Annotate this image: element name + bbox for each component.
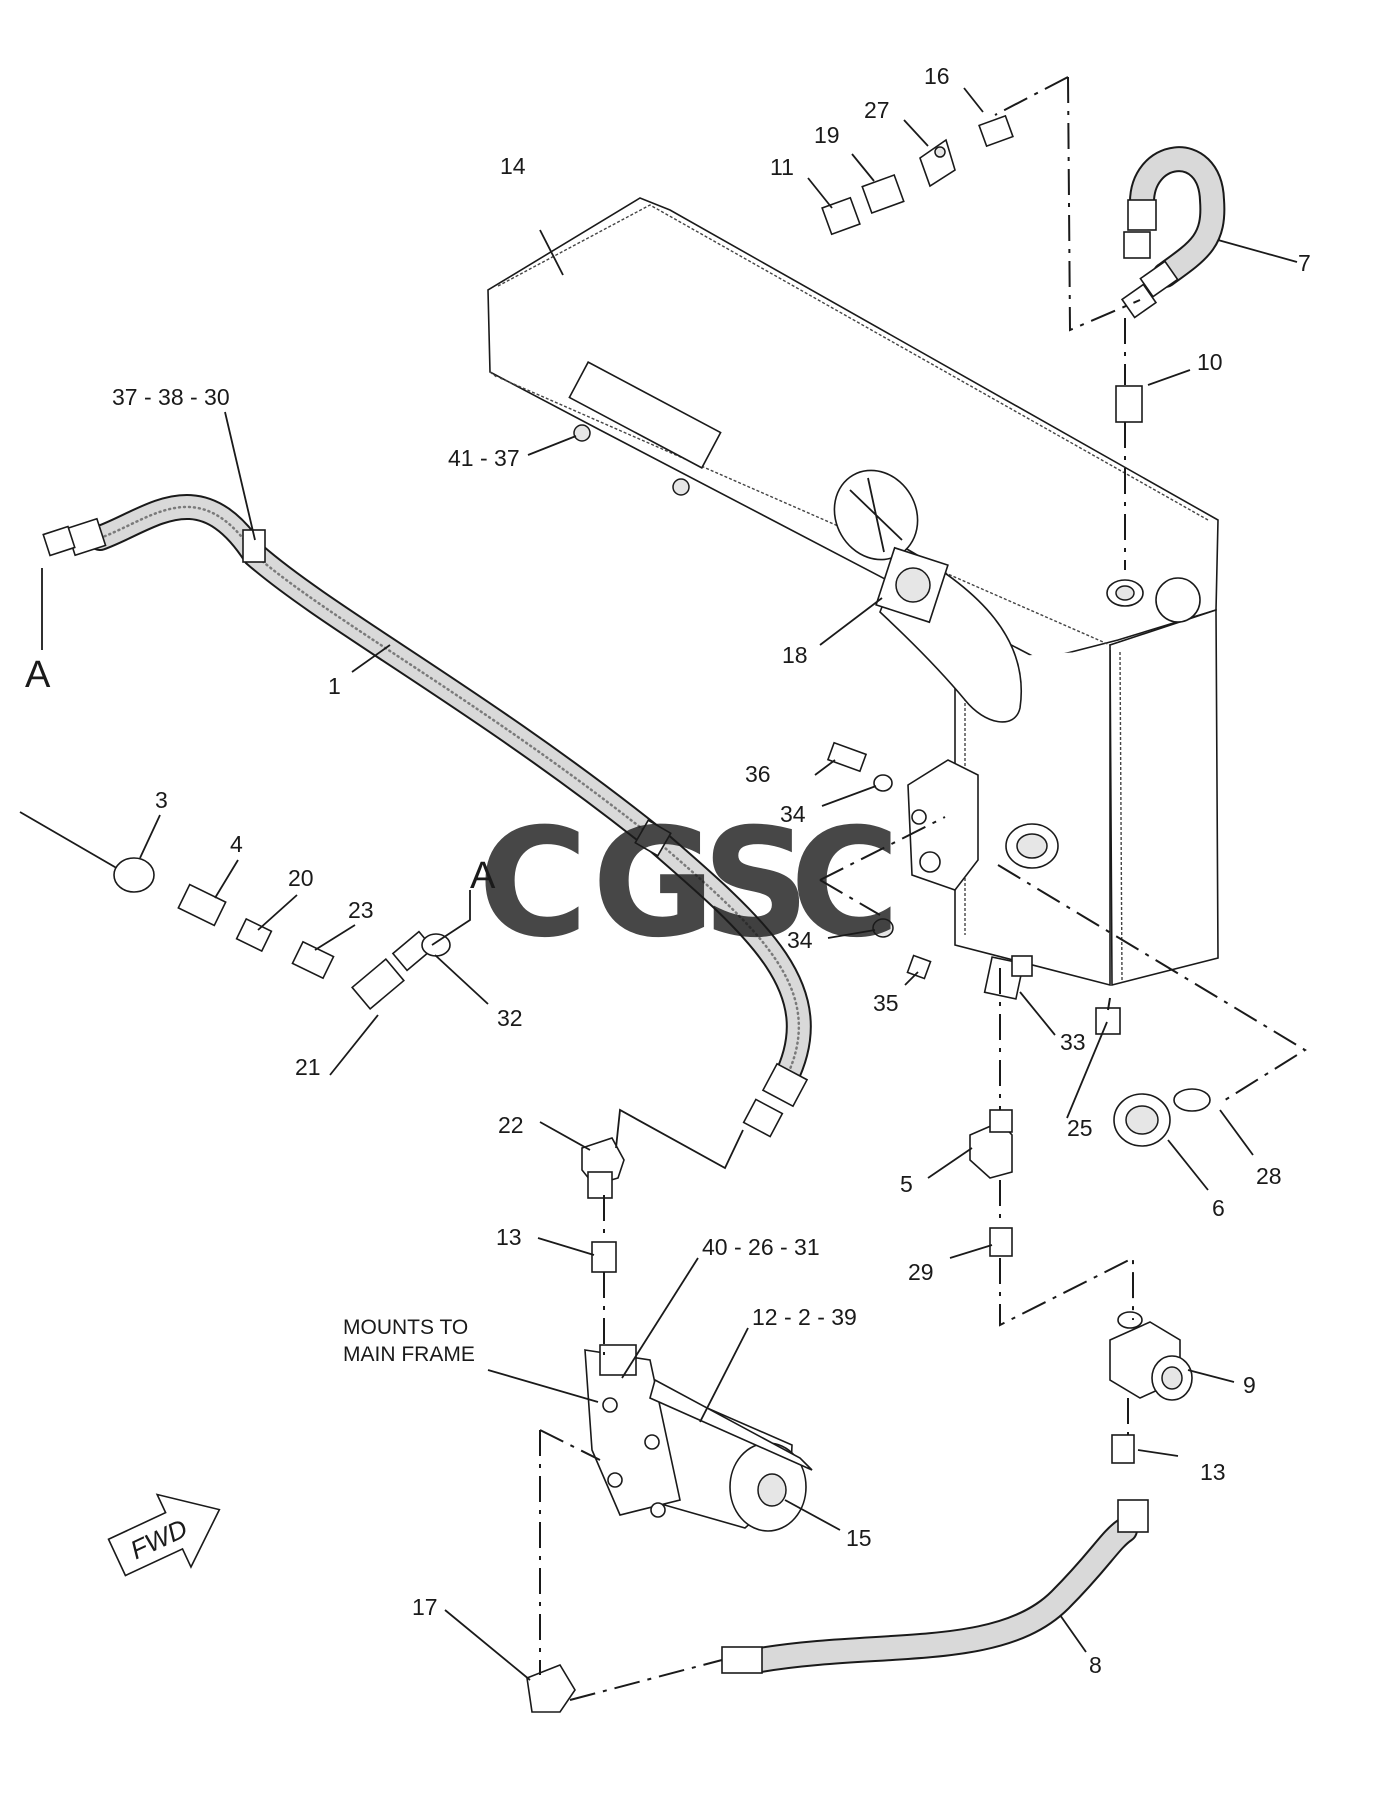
- callout-33: 33: [1060, 1029, 1086, 1055]
- watermark-letter-c2: C: [790, 797, 900, 971]
- callout-1: 1: [328, 673, 341, 699]
- callout-13-left: 13: [496, 1224, 522, 1250]
- fuel-tank: [487, 197, 1219, 987]
- tank-bracket: [568, 361, 722, 496]
- callout-29: 29: [908, 1259, 934, 1285]
- callout-23: 23: [348, 897, 374, 923]
- hose-1: [42, 493, 812, 1138]
- right-fittings: [969, 955, 1211, 1464]
- callout-labels: 14 11 19 27 16 7 10 41 - 37 37 - 38 - 30…: [25, 63, 1311, 1678]
- mounts-note-line1: MOUNTS TO: [343, 1316, 468, 1339]
- routing-lines: [431, 76, 1307, 1701]
- callout-28: 28: [1256, 1163, 1282, 1189]
- callout-10: 10: [1197, 349, 1223, 375]
- top-fittings: [821, 114, 1014, 236]
- callout-16: 16: [924, 63, 950, 89]
- callout-5: 5: [900, 1171, 913, 1197]
- callout-12-2-39: 12 - 2 - 39: [752, 1304, 857, 1330]
- hose-7: [1120, 146, 1226, 319]
- callout-15: 15: [846, 1525, 872, 1551]
- forward-arrow: FWD: [107, 1493, 221, 1577]
- callout-17: 17: [412, 1594, 438, 1620]
- filler-cap: [833, 469, 1022, 723]
- callout-37-38-30: 37 - 38 - 30: [112, 384, 230, 410]
- watermark-letter-c1: C: [478, 797, 588, 971]
- callout-9: 9: [1243, 1372, 1256, 1398]
- callout-7: 7: [1298, 250, 1311, 276]
- sending-unit-chain: [19, 811, 451, 1010]
- hose-8: [721, 1499, 1149, 1674]
- callout-32: 32: [497, 1005, 523, 1031]
- electric-pump: [584, 1344, 813, 1532]
- callout-6: 6: [1212, 1195, 1225, 1221]
- view-marker-a-center: A: [470, 855, 496, 897]
- callout-22: 22: [498, 1112, 524, 1138]
- callout-14: 14: [500, 153, 526, 179]
- callout-13-right: 13: [1200, 1459, 1226, 1485]
- callout-3: 3: [155, 787, 168, 813]
- mounts-note-line2: MAIN FRAME: [343, 1343, 475, 1366]
- callout-36: 36: [745, 761, 771, 787]
- callout-11: 11: [770, 154, 794, 180]
- callout-41-37: 41 - 37: [448, 445, 520, 471]
- leader-lines: [41, 87, 1298, 1681]
- mount-bracket: [826, 741, 979, 980]
- view-marker-a-left: A: [25, 654, 51, 696]
- lower-fittings: [526, 1137, 625, 1713]
- callout-40-26-31: 40 - 26 - 31: [702, 1234, 820, 1260]
- callout-35: 35: [873, 990, 899, 1016]
- watermark: C G S C: [478, 797, 900, 971]
- callout-18: 18: [782, 642, 808, 668]
- callout-21: 21: [295, 1054, 321, 1080]
- callout-19: 19: [814, 122, 840, 148]
- callout-20: 20: [288, 865, 314, 891]
- watermark-letter-g: G: [592, 797, 715, 971]
- valve-9: [1109, 1311, 1193, 1401]
- callout-34-upper: 34: [780, 801, 806, 827]
- callout-27: 27: [864, 97, 890, 123]
- callout-34-lower: 34: [787, 927, 813, 953]
- fitting-10: [1115, 385, 1143, 423]
- callout-25: 25: [1067, 1115, 1093, 1141]
- watermark-letter-s: S: [702, 797, 810, 971]
- callout-4: 4: [230, 831, 243, 857]
- callout-8: 8: [1089, 1652, 1102, 1678]
